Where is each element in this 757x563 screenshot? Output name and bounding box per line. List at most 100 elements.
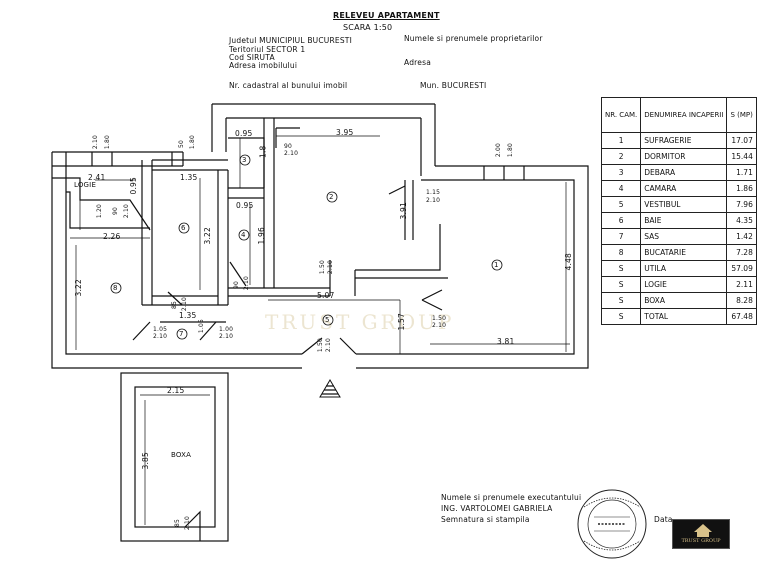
legend-cell: CAMARA (640, 180, 728, 197)
opening-1-80a: 1.80 (104, 134, 112, 150)
legend-cell: DEBARA (640, 164, 728, 181)
legend-cell: 67.48 (726, 308, 757, 325)
opening-1-15: 1.15 (426, 189, 441, 196)
legend-cell: 7.96 (726, 196, 757, 213)
opening-2-10f: 2.10 (181, 296, 189, 312)
signature-label: Semnatura si stampila (441, 515, 530, 524)
room-number-6: 6 (181, 224, 186, 232)
dim-2-41: 2.41 (88, 173, 106, 182)
dim-2-15: 2.15 (167, 386, 185, 395)
room-number-5: 5 (325, 316, 330, 324)
legend-cell: 2.11 (726, 276, 757, 293)
opening-1-05b: 1.05 (198, 318, 206, 334)
legend-cell: 4 (600, 180, 642, 197)
legend-cell: 1 (600, 132, 642, 149)
legend-cell: LOGIE (640, 276, 728, 293)
opening-1-50c: 1.50 (317, 337, 325, 353)
opening-2-10h: 2.10 (219, 333, 234, 340)
dim-1-8: 1.8 (258, 145, 268, 159)
opening-2-10a: 2.10 (92, 134, 100, 150)
logo-text: TRUST GROUP (681, 538, 721, 544)
dim-1-35b: 1.35 (179, 311, 197, 320)
dim-5-07: 5.07 (317, 291, 335, 300)
dim-3-95: 3.95 (336, 128, 354, 137)
legend-cell: 7.28 (726, 244, 757, 261)
dim-4-48: 4.48 (564, 253, 573, 271)
legend-cell: 5 (600, 196, 642, 213)
opening-2-10j: 2.10 (325, 337, 333, 353)
boxa-label: BOXA (171, 451, 192, 459)
legend-cell: 2 (600, 148, 642, 165)
legend-cell: S (600, 308, 642, 325)
code-label: Cod SIRUTA (229, 53, 275, 62)
opening-90a: 90 (284, 143, 293, 150)
opening-box-2-10: 2.10 (184, 515, 192, 531)
opening-1-00: 1.00 (219, 326, 234, 333)
document-title: RELEVEU APARTAMENT (333, 11, 440, 20)
address2-label: Adresa (404, 58, 431, 67)
legend-cell: BAIE (640, 212, 728, 229)
watermark: TRUST GROUP (265, 310, 455, 334)
dim-3-85: 3.85 (141, 452, 150, 470)
owners-label: Numele si prenumele proprietarilor (404, 34, 543, 43)
opening-90b: 90 (233, 280, 241, 290)
opening-box-85: 85 (174, 518, 182, 528)
dim-3-81: 3.81 (497, 337, 515, 346)
legend-cell: 17.07 (726, 132, 757, 149)
dim-0-95c: 0.95 (236, 201, 254, 210)
opening-2-10g: 2.10 (153, 333, 168, 340)
dim-1-96: 1.96 (257, 227, 266, 245)
dim-3-22a: 3.22 (203, 227, 212, 245)
legend-cell: DORMITOR (640, 148, 728, 165)
dim-0-95a: 0.95 (235, 129, 253, 138)
legend-header-nr: NR. CAM. (600, 97, 642, 133)
opening-1-50a: 1.50 (319, 259, 327, 275)
legend-header-name: DENUMIREA INCAPERII (640, 97, 728, 133)
territory-label: Teritoriul SECTOR 1 (229, 45, 306, 54)
brand-logo: TRUST GROUP (672, 519, 730, 549)
dim-1-35a: 1.35 (180, 173, 198, 182)
opening-1-50b: 1.50 (432, 315, 447, 322)
room-number-2: 2 (329, 193, 334, 201)
room-number-3: 3 (242, 156, 247, 164)
address-label: Adresa imobilului (229, 61, 298, 70)
legend-cell: 8 (600, 244, 642, 261)
stamp-seal (577, 489, 647, 559)
opening-2-00: 2.00 (495, 142, 503, 158)
legend-cell: VESTIBUL (640, 196, 728, 213)
legend-cell: 1.71 (726, 164, 757, 181)
logie-label: LOGIE (74, 181, 97, 189)
legend-cell: SUFRAGERIE (640, 132, 728, 149)
house-icon (694, 524, 712, 532)
legend-cell: BUCATARIE (640, 244, 728, 261)
opening-2-10b: 2.10 (426, 197, 441, 204)
cadastral-label: Nr. cadastral al bunului imobil (229, 81, 348, 90)
room-number-4: 4 (241, 231, 246, 239)
room-number-7: 7 (179, 330, 184, 338)
legend-cell: S (600, 292, 642, 309)
legend-cell: TOTAL (640, 308, 728, 325)
legend-cell: 3 (600, 164, 642, 181)
legend-cell: S (600, 260, 642, 277)
legend-cell: SAS (640, 228, 728, 245)
opening-1-05a: 1.05 (153, 326, 168, 333)
opening-2-10c: 2.10 (284, 150, 299, 157)
dim-2-26: 2.26 (103, 232, 121, 241)
legend-cell: 6 (600, 212, 642, 229)
legend-cell: 1.86 (726, 180, 757, 197)
legend-cell: 4.35 (726, 212, 757, 229)
legend-cell: 8.28 (726, 292, 757, 309)
opening-90c: 90 (112, 206, 120, 216)
legend-header-s: S (MP) (726, 97, 757, 133)
date-label: Data (654, 515, 673, 524)
